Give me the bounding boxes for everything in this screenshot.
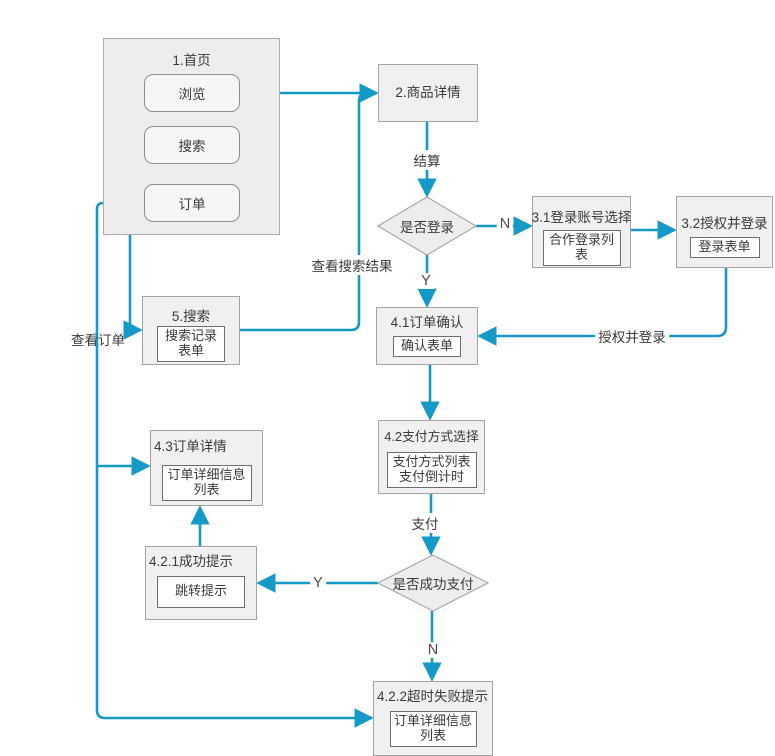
node-timeout-fail: 4.2.2超时失败提示 订单详细信息列表	[373, 681, 493, 756]
home-item-order: 订单	[144, 184, 240, 222]
node-payment-select-title: 4.2支付方式选择	[384, 429, 479, 444]
edge-label-view-order: 查看订单	[71, 333, 125, 348]
edge-label-authorize-and-login: 授权并登录	[595, 326, 669, 346]
node-success-tip-panel: 跳转提示	[157, 575, 245, 608]
node-search-page-title: 5.搜索	[171, 309, 211, 325]
pay-decision-shape	[376, 554, 490, 612]
pay-decision-label: 是否成功支付	[392, 577, 474, 592]
home-item-browse: 浏览	[144, 74, 240, 112]
edge-authlogin-to-orderconfirm	[477, 268, 728, 346]
node-product-detail-title: 2.商品详情	[395, 84, 461, 100]
node-product-detail: 2.商品详情	[378, 64, 478, 122]
node-account-select-title: 3.1登录账号选择	[531, 210, 632, 225]
node-success-tip: 4.2.1成功提示 跳转提示	[145, 546, 257, 620]
payment-list-label: 支付方式列表	[392, 453, 471, 469]
node-payment-select-panel: 支付方式列表 支付倒计时	[386, 451, 477, 488]
node-order-confirm: 4.1订单确认 确认表单	[376, 307, 478, 365]
node-order-confirm-title: 4.1订单确认	[390, 315, 464, 330]
edge-label-view-search-results: 查看搜索结果	[308, 255, 396, 275]
home-item-search: 搜索	[144, 126, 240, 164]
node-order-confirm-panel: 确认表单	[393, 335, 461, 357]
edge-label-pay: 支付	[408, 513, 442, 533]
node-order-detail: 4.3订单详情 订单详细信息列表	[150, 430, 263, 506]
login-decision-shape	[376, 196, 478, 256]
edge-homeorder-to-timeoutfail	[95, 201, 374, 728]
node-payment-select: 4.2支付方式选择 支付方式列表 支付倒计时	[378, 420, 485, 494]
payment-countdown-label: 支付倒计时	[398, 468, 464, 484]
edge-label-pay-fail: N	[424, 642, 442, 658]
node-success-tip-title: 4.2.1成功提示	[149, 554, 234, 569]
node-search-page-panel: 搜索记录表单	[157, 326, 225, 362]
edge-label-settle: 结算	[410, 150, 444, 170]
node-auth-login: 3.2授权并登录 登录表单	[676, 196, 773, 268]
login-decision-label: 是否登录	[400, 220, 454, 235]
node-timeout-fail-panel: 订单详细信息列表	[389, 710, 477, 747]
node-order-detail-title: 4.3订单详情	[154, 439, 227, 454]
node-account-select: 3.1登录账号选择 合作登录列表	[532, 196, 631, 268]
node-timeout-fail-title: 4.2.2超时失败提示	[377, 689, 489, 704]
node-search-page: 5.搜索 搜索记录表单	[142, 296, 240, 365]
node-order-detail-panel: 订单详细信息列表	[161, 464, 252, 501]
node-auth-login-title: 3.2授权并登录	[681, 216, 768, 231]
edge-label-not-logged-in: N	[496, 216, 514, 232]
node-home-title: 1.首页	[172, 53, 211, 68]
node-auth-login-panel: 登录表单	[689, 236, 760, 258]
node-account-select-panel: 合作登录列表	[542, 229, 621, 266]
edge-label-logged-in: Y	[418, 273, 434, 289]
edge-label-pay-success: Y	[310, 575, 326, 591]
